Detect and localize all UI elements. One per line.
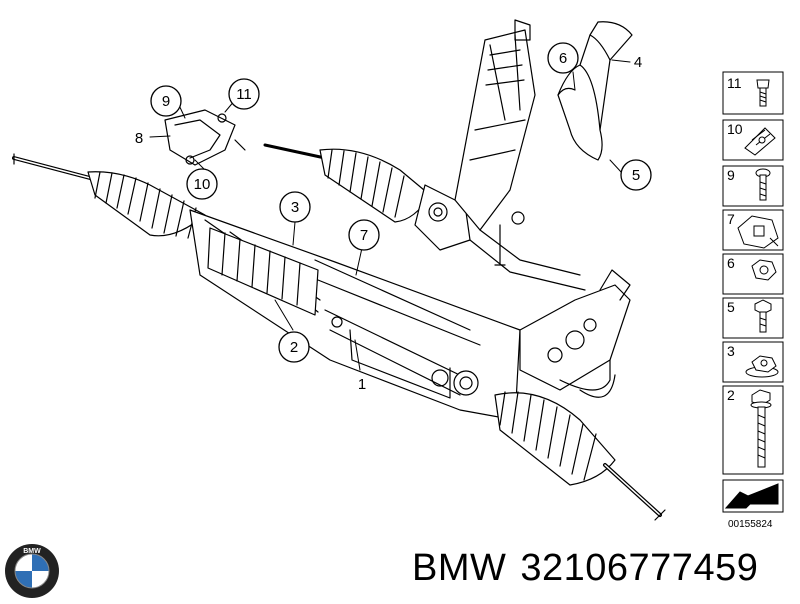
diagram-marker-icon (724, 483, 779, 509)
bracket-assembly (164, 109, 246, 166)
callout-1: 1 (358, 376, 366, 393)
legend-label-7: 7 (727, 211, 735, 227)
callout-4: 4 (634, 54, 642, 71)
callout-9: 9 (150, 85, 182, 117)
callout-10: 10 (186, 168, 218, 200)
callout-2: 2 (278, 331, 310, 363)
svg-text:2: 2 (290, 339, 298, 356)
legend-label-6: 6 (727, 255, 735, 271)
part-number: 32106777459 (520, 547, 759, 589)
long-bolt-icon (750, 389, 772, 468)
svg-text:BMW: BMW (23, 548, 41, 555)
steering-rack-assembly (12, 153, 666, 521)
part-number-label: BMW 32106777459 (412, 547, 772, 590)
short-bolt-icon (754, 299, 772, 333)
svg-text:10: 10 (194, 176, 211, 193)
legend-label-2: 2 (727, 387, 735, 403)
callout-8: 8 (135, 130, 143, 147)
callout-7: 7 (348, 219, 380, 251)
screw-icon (756, 79, 770, 107)
heat-shield (557, 21, 633, 161)
legend-label-11: 11 (727, 75, 742, 91)
flange-nut-icon (745, 355, 779, 378)
svg-text:6: 6 (559, 50, 567, 67)
svg-text:8: 8 (135, 130, 143, 147)
hex-nut-icon (751, 259, 777, 281)
legend-label-9: 9 (727, 167, 735, 183)
svg-text:7: 7 (360, 227, 368, 244)
svg-text:11: 11 (236, 86, 252, 103)
callout-3: 3 (279, 191, 311, 223)
svg-text:1: 1 (358, 376, 366, 393)
callouts: 3 7 2 1 6 4 5 9 11 (135, 42, 652, 393)
parts-legend: 11 10 9 7 6 5 3 2 (722, 71, 784, 530)
svg-text:5: 5 (632, 167, 640, 184)
clip-nut-icon (744, 127, 776, 156)
steering-rack-rear-view (263, 19, 586, 291)
legend-label-3: 3 (727, 343, 735, 359)
bmw-roundel-icon: BMW (5, 544, 59, 598)
legend-label-10: 10 (727, 121, 743, 137)
svg-text:9: 9 (162, 93, 170, 110)
svg-text:4: 4 (634, 54, 642, 71)
diagram-code: 00155824 (728, 519, 773, 530)
legend-label-5: 5 (727, 299, 735, 315)
brand-name: BMW (412, 547, 507, 589)
bmw-logo: BMW (4, 543, 60, 599)
callout-5: 5 (620, 159, 652, 191)
callout-11: 11 (228, 78, 260, 110)
bolt-icon (755, 168, 771, 201)
callout-6: 6 (547, 42, 579, 74)
rubber-mount-icon (737, 215, 779, 249)
svg-text:3: 3 (291, 199, 299, 216)
